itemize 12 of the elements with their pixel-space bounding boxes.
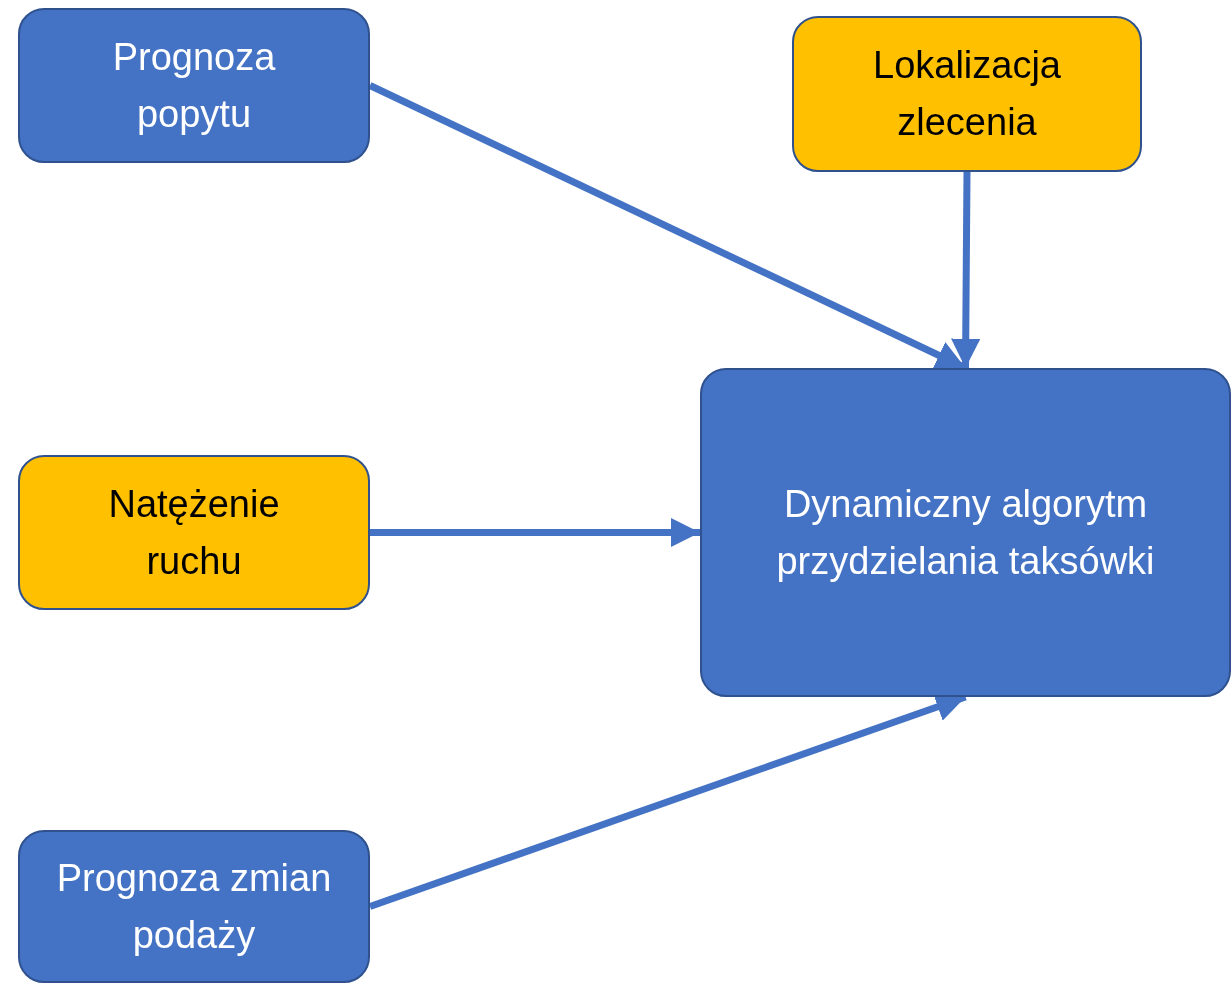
process-box <box>700 368 1231 697</box>
input-box <box>18 455 370 610</box>
box-label: Dynamiczny algorytm przydzielania taksówki <box>775 481 1156 584</box>
arrow <box>951 171 981 369</box>
box-label: Prognoza popytu <box>111 34 277 137</box>
box-label: Lokalizacja zlecenia <box>872 43 1062 145</box>
arrow <box>370 517 700 548</box>
box-label: Prognoza zmian podaży <box>55 855 333 958</box>
process-box <box>18 8 370 163</box>
process-box <box>18 830 370 983</box>
input-box <box>792 16 1142 172</box>
box-label: Natężenie ruchu <box>107 481 281 584</box>
